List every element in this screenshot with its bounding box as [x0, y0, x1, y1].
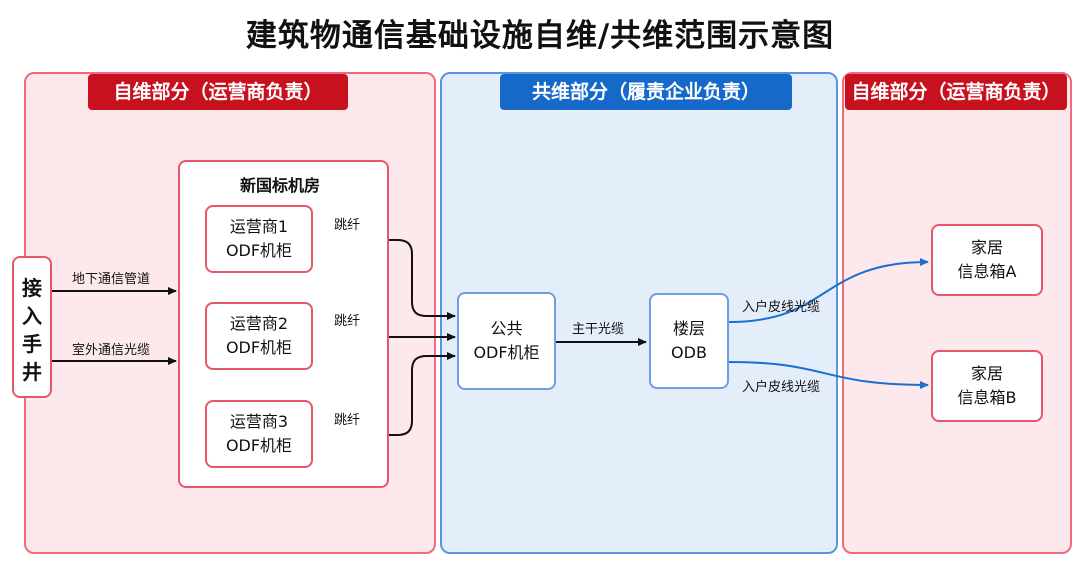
jumper-label-1: 跳纤: [334, 218, 361, 233]
drop-cable-label-b: 入户皮线光缆: [742, 380, 821, 395]
drop-cable-line-b: [728, 361, 929, 389]
trunk-cable-label: 主干光缆: [572, 322, 625, 337]
jumper-label-3: 跳纤: [334, 413, 361, 428]
self-maintained-panel-right: [842, 72, 1072, 554]
banner-right: 自维部分（运营商负责）: [845, 74, 1067, 110]
jumper-line-1: [313, 239, 456, 320]
access-well: 接 入 手 井: [12, 256, 52, 398]
outdoor-cable-label: 室外通信光缆: [72, 343, 151, 358]
machine-room-title: 新国标机房: [240, 176, 321, 195]
diagram-title: 建筑物通信基础设施自维/共维范围示意图: [245, 18, 835, 54]
home-info-box-b: 家居信息箱B: [931, 350, 1043, 422]
drop-cable-label-a: 入户皮线光缆: [742, 300, 821, 315]
drop-cable-line-a: [728, 258, 929, 323]
underground-pipe-label: 地下通信管道: [72, 272, 151, 287]
banner-left: 自维部分（运营商负责）: [88, 74, 348, 110]
jumper-label-2: 跳纤: [334, 314, 361, 329]
home-info-box-a: 家居信息箱A: [931, 224, 1043, 296]
jumper-line-3: [313, 352, 456, 436]
banner-middle: 共维部分（履责企业负责）: [500, 74, 792, 110]
